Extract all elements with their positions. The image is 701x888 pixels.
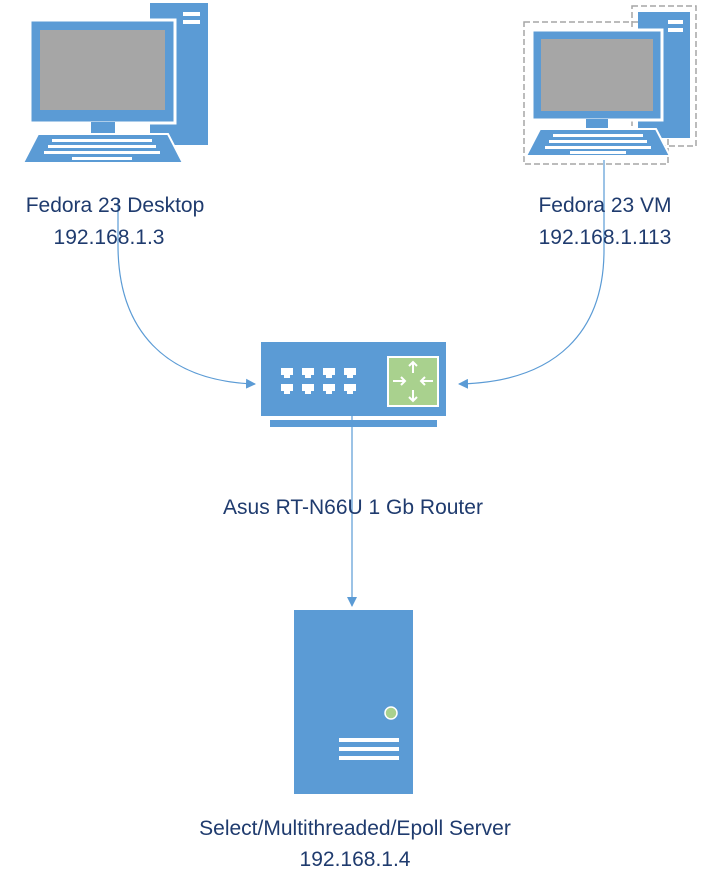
vm-name-label: Fedora 23 VM <box>538 194 671 217</box>
virtual-machine-icon <box>523 5 697 165</box>
server-status-led <box>384 706 398 720</box>
vm-ip-label: 192.168.1.113 <box>539 226 672 249</box>
server-ip-label: 192.168.1.4 <box>300 848 411 871</box>
desktop-ip-label: 192.168.1.3 <box>54 226 165 249</box>
desktop-computer-icon <box>21 3 208 164</box>
server-tower-icon <box>294 610 413 794</box>
router-name-label: Asus RT-N66U 1 Gb Router <box>223 496 483 519</box>
router-ports <box>281 368 356 394</box>
router-switch-icon <box>261 342 446 427</box>
connector-vm-to-router <box>458 160 605 389</box>
routing-arrows-icon <box>387 356 439 407</box>
desktop-name-label: Fedora 23 Desktop <box>26 194 205 217</box>
server-name-label: Select/Multithreaded/Epoll Server <box>199 817 511 840</box>
connector-desktop-to-router <box>117 200 256 389</box>
